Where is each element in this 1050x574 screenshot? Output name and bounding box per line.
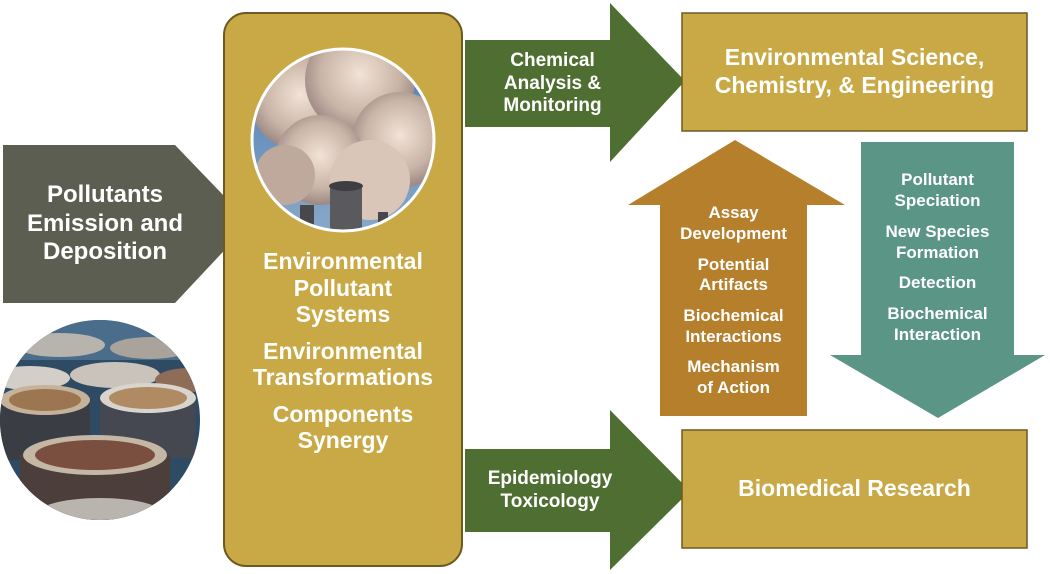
epi-line-1: Epidemiology bbox=[487, 468, 613, 490]
chem-line-3: Monitoring bbox=[503, 95, 602, 117]
down-arrow-shape bbox=[830, 142, 1045, 418]
center-item-1-line-2: Pollutant bbox=[293, 274, 393, 301]
pollutants-line-1: Pollutants bbox=[46, 180, 163, 208]
up-item-4-line-1: Mechanism bbox=[687, 357, 780, 377]
chem-line-1: Chemical bbox=[510, 49, 595, 71]
center-item-3-line-2: Synergy bbox=[297, 427, 389, 454]
biomedical-box-shape bbox=[681, 429, 1028, 549]
env-science-line-1: Environmental Science, bbox=[724, 44, 985, 71]
env-science-label: Environmental Science, Chemistry, & Engi… bbox=[684, 15, 1025, 129]
down-arrow-label: Pollutant Speciation New Species Formati… bbox=[861, 158, 1014, 358]
up-item-3-line-1: Biochemical bbox=[683, 306, 784, 325]
smokestack-photo bbox=[252, 49, 434, 231]
chem-analysis-label: Chemical Analysis & Monitoring bbox=[480, 42, 625, 126]
center-item-3-line-1: Components bbox=[272, 400, 414, 427]
epi-tox-label: Epidemiology Toxicology bbox=[470, 451, 630, 531]
up-item-2-line-1: Potential bbox=[697, 254, 770, 274]
pollutants-line-2: Emission and bbox=[26, 209, 184, 237]
biomedical-line-1: Biomedical Research bbox=[738, 475, 971, 502]
center-item-2-line-2: Transformations bbox=[252, 364, 434, 391]
up-item-4-line-2: of Action bbox=[696, 378, 771, 398]
pollutants-arrow-label: Pollutants Emission and Deposition bbox=[10, 150, 200, 298]
biomedical-label: Biomedical Research bbox=[684, 432, 1025, 546]
pollutants-line-3: Deposition bbox=[43, 238, 167, 266]
down-item-1-line-1: Pollutant bbox=[901, 170, 974, 190]
down-item-3-line-1: Detection bbox=[898, 273, 977, 293]
down-item-4-line-2: Interaction bbox=[894, 324, 981, 344]
pollutants-arrow-shape bbox=[3, 145, 250, 303]
up-item-3-line-2: Interactions bbox=[685, 326, 782, 346]
env-science-box-shape bbox=[681, 12, 1028, 132]
down-item-1-line-2: Speciation bbox=[894, 191, 981, 211]
down-item-2-line-1: New Species bbox=[885, 221, 990, 241]
epi-tox-arrow-shape bbox=[465, 410, 690, 570]
chem-line-2: Analysis & bbox=[503, 72, 602, 94]
center-item-1-line-3: Systems bbox=[295, 301, 391, 328]
up-item-1-line-1: Assay bbox=[708, 203, 759, 223]
up-arrow-label: Assay Development Potential Artifacts Bi… bbox=[660, 190, 807, 412]
up-arrow-shape bbox=[628, 140, 845, 416]
center-item-1-line-1: Environmental bbox=[263, 248, 423, 275]
smokestack-photo-ring bbox=[250, 47, 436, 233]
up-item-2-line-2: Artifacts bbox=[699, 275, 768, 295]
epi-line-2: Toxicology bbox=[500, 491, 600, 512]
down-item-4-line-1: Biochemical bbox=[887, 304, 988, 324]
down-item-2-line-2: Formation bbox=[895, 242, 980, 262]
up-item-1-line-2: Development bbox=[680, 223, 787, 243]
env-science-line-2: Chemistry, & Engineering bbox=[714, 72, 995, 98]
center-box-label: Environmental Pollutant Systems Environm… bbox=[228, 240, 458, 462]
chem-analysis-arrow-shape bbox=[465, 3, 685, 162]
center-item-2-line-1: Environmental bbox=[263, 337, 423, 364]
barrels-photo bbox=[0, 320, 200, 520]
